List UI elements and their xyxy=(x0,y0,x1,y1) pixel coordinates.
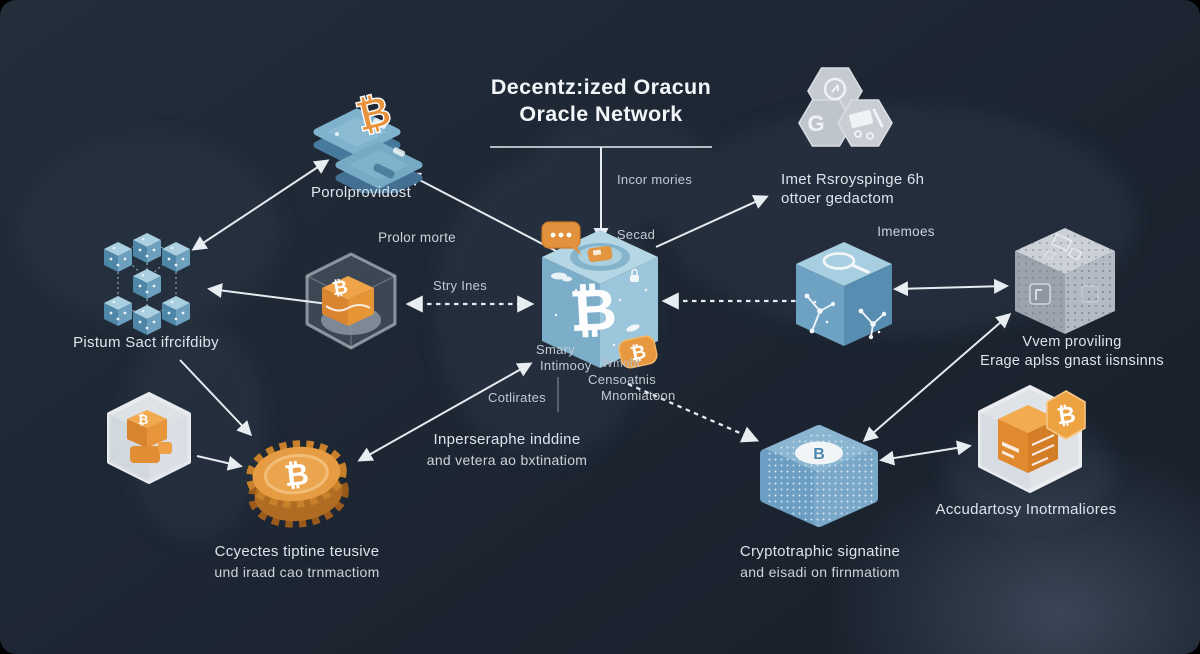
arrow-pistum-to-coin xyxy=(179,359,253,437)
label-censo-line2: Mnomiatoon xyxy=(601,388,676,403)
arrow-glass-to-pistum xyxy=(207,283,337,306)
bitcoin-glyph: ₿ xyxy=(138,412,149,427)
label-crypto-line1: Cryptotraphic signatine xyxy=(739,543,901,560)
label-inper-line1: Inperseraphe inddine xyxy=(433,431,581,448)
bitcoin-glyph: ₿ xyxy=(283,458,311,493)
label-crypto-line2: and eisadi on firnmatiom xyxy=(740,564,900,580)
btc-hex-badge-icon: ₿ xyxy=(1046,390,1086,440)
btc-coin-badge-icon: ₿ xyxy=(618,335,658,369)
package-icon: ₿ xyxy=(978,385,1086,493)
label-inper: Inperseraphe inddine and vetera ao bxtin… xyxy=(427,430,588,470)
label-provider: Porolprovidost xyxy=(310,184,412,201)
arrow-dottedcube-graycube xyxy=(862,313,1012,442)
provider-servers-icon: ₿ xyxy=(313,86,423,193)
label-incor-mories: Incor mories xyxy=(617,172,693,187)
label-censo-line1: Censoatnis xyxy=(588,372,657,387)
label-prolor-morte: Prolor morte xyxy=(378,230,456,245)
circuit-cube-icon xyxy=(1015,228,1115,334)
glass-gear-icon: ₿ xyxy=(305,252,397,350)
label-imet-line1: Imet Rsroyspinge 6h xyxy=(781,171,925,188)
label-vvem: Vvem proviling Erage aplss gnast iisnsin… xyxy=(980,333,1164,371)
diagram-title: Decentz:ized Oracun Oracle Network xyxy=(491,74,711,128)
label-accud: Accudartosy Inotrmaliores xyxy=(935,501,1117,518)
b-glyph: B xyxy=(813,446,825,463)
bitcoin-glyph: ₿ xyxy=(568,277,619,344)
bitcoin-glyph: ₿ xyxy=(331,277,350,300)
label-imet: Imet Rsroyspinge 6h ottoer gedactom xyxy=(781,170,924,208)
label-smary-line1: Smary xyxy=(536,342,576,357)
network-cube-icon xyxy=(796,242,892,346)
title-line2: Oracle Network xyxy=(519,102,683,127)
label-secad: Secad xyxy=(616,227,656,242)
bitcoin-glyph: ₿ xyxy=(1055,401,1077,429)
label-vvem-line2: Erage aplss gnast iisnsinns xyxy=(980,353,1164,369)
arrow-whitecube-to-coin xyxy=(196,455,243,471)
arrow-cube-to-keys xyxy=(655,195,769,248)
dotted-cube-icon: B xyxy=(760,425,878,527)
label-imet-line2: ottoer gedactom xyxy=(781,190,894,207)
label-imemoes: Imemoes xyxy=(877,224,935,239)
arrow-cube-to-provider xyxy=(405,172,557,252)
label-cotlirates: Cotlirates xyxy=(488,390,546,405)
label-inper-line2: and vetera ao bxtinatiom xyxy=(426,452,588,468)
label-stry-ines: Stry Ines xyxy=(433,278,487,293)
bitcoin-glyph: ₿ xyxy=(629,342,649,366)
keys-icon: G xyxy=(798,67,893,147)
arrow-provider-pistum xyxy=(191,159,330,251)
arrow-network-graycube xyxy=(893,278,1009,297)
arrow-dottedcube-package xyxy=(879,440,972,466)
white-bot-cube-icon: ₿ xyxy=(107,392,191,484)
pistum-cluster-icon xyxy=(104,233,190,335)
chat-badge-icon xyxy=(541,221,582,256)
label-crypto: Cryptotraphic signatine and eisadi on fi… xyxy=(740,542,900,582)
label-coin-line1: Ccyectes tiptine teusive xyxy=(214,543,380,560)
label-vvem-line1: Vvem proviling xyxy=(1022,334,1122,350)
g-glyph: G xyxy=(807,111,824,136)
arrow-coin-smary xyxy=(357,362,533,462)
label-coin: Ccyectes tiptine teusive und iraad cao t… xyxy=(214,542,379,582)
label-coin-line2: und iraad cao trnmactiom xyxy=(214,564,380,580)
center-btc-cube-icon: ₿ ₿ xyxy=(541,221,658,369)
label-smary-line2: Intimooy xyxy=(540,358,592,373)
label-pistum: Pistum Sact ifrcifdiby xyxy=(73,334,219,351)
title-line1: Decentz:ized Oracun xyxy=(490,75,712,99)
gear-coin-icon: ₿ xyxy=(246,440,349,528)
label-wmobt: Wmobt xyxy=(602,358,640,370)
label-smary: Smary Intimooy xyxy=(536,342,592,374)
